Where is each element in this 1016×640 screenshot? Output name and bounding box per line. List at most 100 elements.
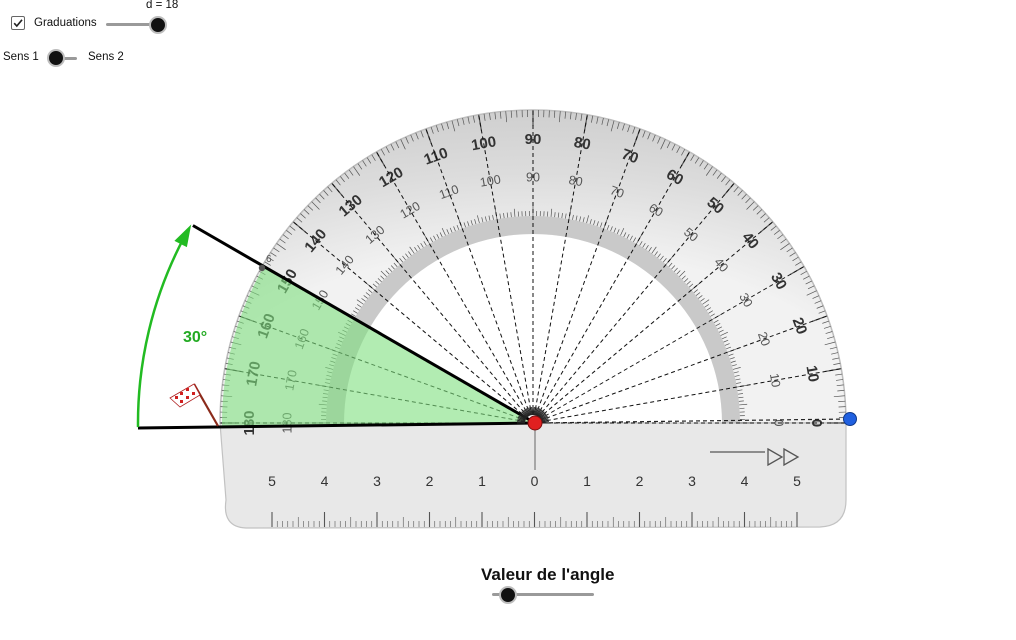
outer-tick xyxy=(410,134,414,142)
outer-tick xyxy=(837,389,845,392)
outer-tick xyxy=(836,384,844,387)
inner-tick xyxy=(654,251,658,256)
base-ray xyxy=(137,421,536,430)
outer-tick xyxy=(807,285,815,290)
outer-tick xyxy=(694,157,700,164)
outer-tick xyxy=(666,141,671,149)
inner-tick xyxy=(616,229,620,235)
inner-tick xyxy=(693,289,698,294)
inner-tick xyxy=(732,367,741,370)
outer-tick xyxy=(690,154,695,161)
center-mark xyxy=(535,408,541,416)
vertex-point[interactable] xyxy=(527,415,543,431)
inner-tick xyxy=(409,246,415,254)
center-mark xyxy=(518,415,526,421)
graduations-checkbox[interactable] xyxy=(11,16,25,30)
inner-tick xyxy=(620,227,625,236)
outer-tick xyxy=(699,160,704,167)
inner-tick xyxy=(596,221,599,227)
sens1-label: Sens 1 xyxy=(3,51,39,63)
d-slider-track[interactable] xyxy=(106,23,162,26)
inner-tick xyxy=(377,278,382,283)
center-mark xyxy=(529,407,533,416)
inner-tick xyxy=(713,319,719,323)
angle-ray xyxy=(192,224,536,425)
outer-tick xyxy=(564,111,567,119)
inner-tick xyxy=(729,357,735,360)
inner-tick xyxy=(351,313,356,317)
inner-tick xyxy=(582,217,585,223)
inner-tick xyxy=(698,295,703,299)
outer-tick xyxy=(420,130,424,138)
outer-tick xyxy=(601,117,604,125)
inner-tick xyxy=(393,262,398,268)
inner-tick xyxy=(557,212,560,218)
outer-tick xyxy=(279,238,286,244)
ruler-label: 1 xyxy=(478,473,486,489)
inner-tick xyxy=(695,292,701,296)
outer-tick xyxy=(746,201,755,210)
outer-tick xyxy=(725,179,731,186)
inner-tick xyxy=(706,307,711,311)
inner-tick xyxy=(629,235,633,241)
outer-tick xyxy=(610,120,615,132)
ruler-label: 4 xyxy=(321,473,329,489)
inner-tick xyxy=(626,233,630,239)
angle-slider-track[interactable] xyxy=(492,593,594,596)
outer-tick xyxy=(580,113,583,121)
center-mark xyxy=(525,408,531,416)
center-mark xyxy=(521,411,528,418)
outer-tick xyxy=(362,160,367,167)
angle-slider-knob[interactable] xyxy=(499,586,517,604)
ruler-label: 0 xyxy=(531,473,539,489)
outer-tick xyxy=(737,190,743,196)
inner-tick xyxy=(463,222,466,228)
dashed-radial-line xyxy=(478,115,532,410)
center-mark xyxy=(534,407,538,416)
outer-tick xyxy=(286,230,293,235)
inner-tick xyxy=(600,222,603,228)
outer-tick xyxy=(276,243,286,251)
center-mark xyxy=(537,409,543,417)
inner-tick xyxy=(423,241,427,246)
inner-tick xyxy=(738,400,744,402)
inner-tick xyxy=(449,227,453,233)
d-slider-knob[interactable] xyxy=(149,16,167,34)
check-icon xyxy=(13,19,23,28)
outer-tick xyxy=(773,230,780,235)
end-point[interactable] xyxy=(843,412,857,426)
inner-tick xyxy=(739,403,748,406)
outer-tick xyxy=(833,362,841,365)
center-mark xyxy=(517,417,526,421)
dashed-radial-line xyxy=(546,368,841,422)
inner-tick xyxy=(550,208,553,217)
outer-tick xyxy=(712,169,718,176)
inner-tick xyxy=(736,382,742,384)
inner-tick xyxy=(708,310,713,314)
inner-tick xyxy=(363,295,368,299)
sens-slider-knob[interactable] xyxy=(47,49,65,67)
center-mark xyxy=(538,411,545,418)
outer-tick xyxy=(366,157,372,164)
inner-tick xyxy=(593,220,596,226)
ruler-label: 2 xyxy=(426,473,434,489)
inner-tick xyxy=(651,246,657,254)
ray-point[interactable] xyxy=(258,264,266,272)
inner-tick xyxy=(470,220,473,226)
inner-tick xyxy=(728,353,734,356)
center-mark xyxy=(540,415,548,421)
inner-tick xyxy=(380,275,385,280)
dashed-radial-line xyxy=(293,222,523,415)
outer-tick xyxy=(415,132,419,140)
center-mark xyxy=(527,407,531,416)
center-mark xyxy=(531,407,533,416)
dashed-radial-line xyxy=(543,222,773,415)
ruler-label: 1 xyxy=(583,473,591,489)
outer-tick xyxy=(786,247,793,253)
ruler-label: 3 xyxy=(373,473,381,489)
inner-tick xyxy=(737,393,743,395)
outer-tick xyxy=(323,190,329,196)
inner-tick xyxy=(441,227,446,236)
inner-tick xyxy=(417,245,421,250)
